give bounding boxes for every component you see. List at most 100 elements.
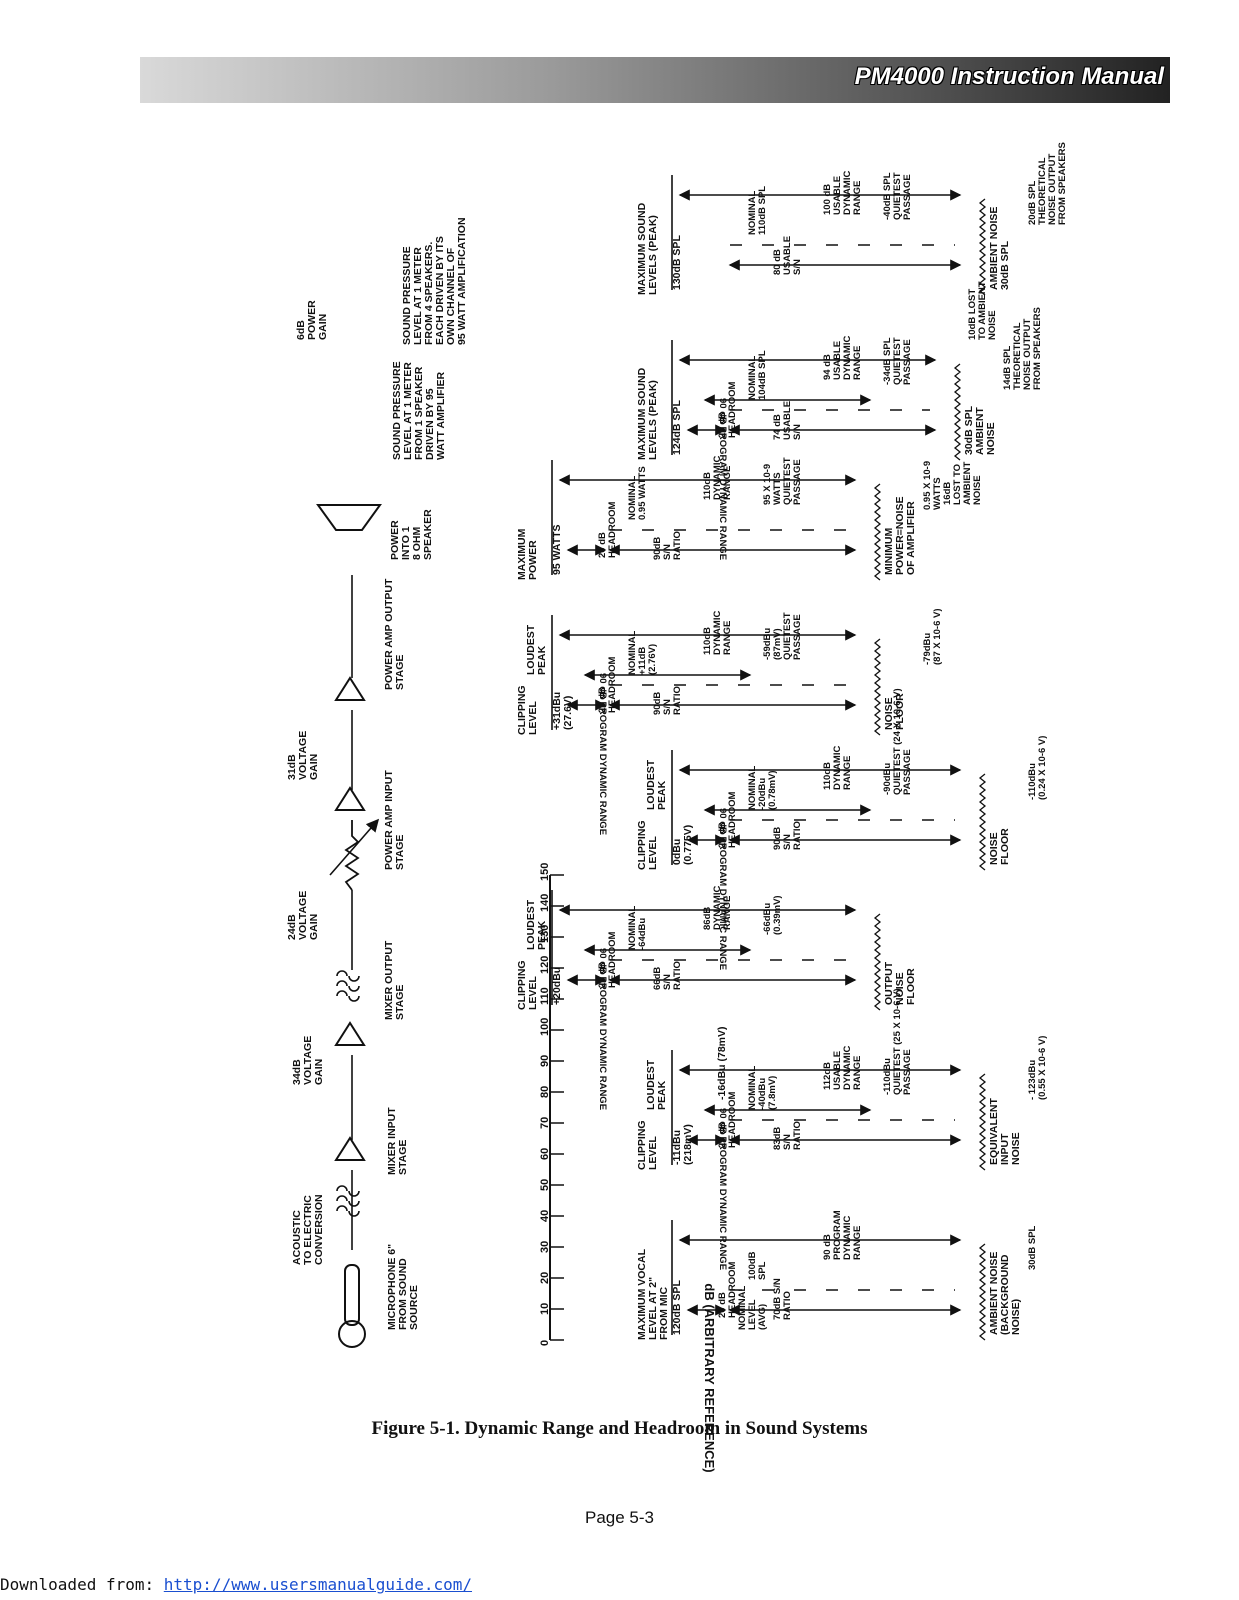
gain-label-5: 6dBPOWERGAIN — [295, 300, 329, 340]
noise-floor-label: MINIMUMPOWER=NOISEOF AMPLIFIER — [883, 497, 917, 575]
axis-tick-label: 60 — [539, 1148, 551, 1160]
axis-tick-label: 130 — [539, 925, 551, 943]
dynamic-range-label: 110dBDYNAMICRANGE — [702, 456, 733, 500]
column-heading: MAXIMUM SOUNDLEVELS (PEAK) — [636, 367, 659, 460]
column-heading-2: LOUDESTPEAK — [645, 1059, 668, 1110]
noise-floor-value: 0.95 X 10-9WATTS — [922, 461, 943, 510]
stage-label-4: POWER AMP INPUTSTAGE — [383, 770, 406, 870]
quietest-passage-label: -59dBu(87mV)QUIETESTPASSAGE — [762, 612, 803, 660]
peak-value: 95 WATTS — [551, 524, 563, 575]
noise-floor-zigzag — [978, 198, 987, 296]
program-range-label: 90 dB PROGRAM DYNAMIC RANGE — [717, 808, 728, 970]
nominal-value: NOMINAL-40dBu(7.8mV) — [747, 1065, 778, 1110]
nominal-value: NOMINAL+11dB(2.76V) — [627, 630, 658, 675]
potentiometer-arrow — [329, 818, 380, 876]
axis-title: dB (ARBITRARY REFERENCE) — [702, 1283, 717, 1472]
peak-value: 124dB SPL — [671, 400, 683, 455]
amplifier-icon — [334, 786, 366, 811]
stage-label-2: MIXER INPUTSTAGE — [386, 1107, 409, 1175]
footer-link[interactable]: http://www.usersmanualguide.com/ — [163, 1575, 473, 1594]
column-heading: MAXIMUM VOCALLEVEL AT 2"FROM MIC — [636, 1248, 670, 1340]
microphone-icon — [338, 1320, 366, 1348]
noise-floor-label: NOISEFLOOR — [883, 693, 906, 730]
level-column-2: CLIPPINGLEVEL LOUDESTPEAK-11dBu(218mV) -16… — [636, 988, 1048, 1270]
dynamic-range-label: 112dBUSABLEDYNAMICRANGE — [822, 1046, 863, 1090]
dynamic-range-label: 94 dBUSABLEDYNAMICRANGE — [822, 336, 863, 380]
noise-floor-zigzag — [953, 363, 962, 461]
axis-tick-label: 40 — [539, 1210, 551, 1222]
axis-tick-label: 90 — [539, 1055, 551, 1067]
gain-label-2: 34dBVOLTAGEGAIN — [291, 1036, 325, 1085]
column-heading: CLIPPINGLEVEL — [636, 1120, 659, 1170]
download-footer: Downloaded from: http://www.usersmanualg… — [0, 1575, 472, 1594]
lost-to-ambient-label: 10dB LOSTTO AMBIENTNOISE — [967, 281, 998, 340]
dynamic-range-label: 90 dBPROGRAMDYNAMICRANGE — [822, 1210, 863, 1260]
microphone-body-icon — [344, 1264, 360, 1326]
peak-value: +31dBu(27.6V) — [551, 692, 574, 730]
noise-floor-value: 20dB SPLTHEORETICALNOISE OUTPUTFROM SPEA… — [1027, 142, 1068, 225]
gain-label-4: 31dBVOLTAGEGAIN — [286, 731, 320, 780]
column-heading: MAXIMUM SOUNDLEVELS (PEAK) — [636, 202, 659, 295]
level-column-4: CLIPPINGLEVELLOUDESTPEAK0dBu(0.775V)NOMI… — [636, 688, 1048, 970]
peak-value: 130dB SPL — [671, 235, 683, 290]
noise-floor-zigzag — [978, 773, 987, 871]
headroom-label: 20 dBHEADROOM — [717, 791, 738, 848]
manual-title: PM4000 Instruction Manual — [854, 63, 1164, 90]
dynamic-range-label: 100 dBUSABLEDYNAMICRANGE — [822, 171, 863, 215]
axis-tick-label: 110 — [539, 987, 551, 1005]
nominal-label: NOMINALLEVEL(AVG) — [737, 1285, 768, 1330]
axis-tick-label: 0 — [539, 1340, 551, 1346]
column-heading-2: LOUDESTPEAK — [525, 899, 548, 950]
quietest-passage-label: -34dB SPLQUIETESTPASSAGE — [882, 337, 913, 385]
axis-tick-label: 150 — [539, 863, 551, 881]
stage-label-7: SOUND PRESSURELEVEL AT 1 METERFROM 1 SPE… — [391, 361, 447, 460]
level-column-8: MAXIMUM SOUNDLEVELS (PEAK)130dB SPLNOMIN… — [636, 142, 1068, 340]
transformer-icon — [336, 1185, 360, 1217]
noise-floor-label: AMBIENT NOISE(BACKGROUNDNOISE) — [988, 1252, 1022, 1335]
sn-label: 80 dBUSABLES/N — [772, 236, 803, 275]
sn-label: 90dBS/NRATIO — [772, 821, 803, 850]
axis-tick-label: 70 — [539, 1117, 551, 1129]
nominal-value: NOMINAL-20dBu(0.78mV) — [747, 765, 778, 810]
nominal-value: NOMINAL-64dBu — [627, 905, 648, 950]
gain-label-1: ACOUSTICTO ELECTRICCONVERSION — [291, 1194, 325, 1265]
nominal-value: NOMINAL104dB SPL — [747, 350, 768, 400]
quietest-passage-label: -66dBu(0.39mV) — [762, 895, 783, 935]
level-column-5: CLIPPINGLEVELLOUDESTPEAK+31dBu(27.6V)NOM… — [516, 609, 943, 836]
stage-label-8: SOUND PRESSURELEVEL AT 1 METERFROM 4 SPE… — [401, 217, 468, 345]
noise-floor-value: 30dB SPL — [1027, 1225, 1038, 1270]
quietest-passage-label: -40dB SPLQUIETESTPASSAGE — [882, 172, 913, 220]
noise-floor-label: AMBIENT NOISE30dB SPL — [988, 207, 1011, 290]
headroom-label: 26 dBHEADROOM — [597, 931, 618, 988]
sn-label: 90dBS/NRATIO — [652, 686, 683, 715]
dynamic-range-label: 110dBDYNAMICRANGE — [822, 746, 853, 790]
stage-label-6: POWERINTO 18 OHMSPEAKER — [389, 509, 434, 560]
program-range-label: 90 dB PROGRAM DYNAMIC RANGE — [717, 1108, 728, 1270]
peak-value-2: -16dBu (78mV) — [716, 1026, 728, 1100]
noise-floor-zigzag — [978, 1243, 987, 1341]
sn-label: 83dBS/NRATIO — [772, 1121, 803, 1150]
program-range-label: 90 dB PROGRAM DYNAMIC RANGE — [717, 398, 728, 560]
headroom-label: 20 dBHEADROOM — [597, 501, 618, 558]
column-heading: MAXIMUMPOWER — [516, 528, 539, 580]
program-range-label: 90 dB PROGRAM DYNAMIC RANGE — [597, 673, 608, 835]
nominal-value: NOMINAL0.95 WATTS — [627, 466, 648, 520]
axis-tick-label: 80 — [539, 1086, 551, 1098]
quietest-passage-label: -110dBuQUIETEST (25 X 10-6 V)PASSAGE — [882, 988, 913, 1095]
column-heading: CLIPPINGLEVEL — [516, 960, 539, 1010]
sn-label: 74 dBUSABLES/N — [772, 401, 803, 440]
headroom-label: 20 dBHEADROOM — [717, 381, 738, 438]
noise-floor-zigzag — [873, 483, 882, 581]
noise-floor-value: - 123dBu(0.55 X 10-6 V) — [1027, 1036, 1048, 1100]
peak-value: -11dBu(218mV) — [671, 1124, 694, 1165]
amplifier-icon — [334, 1021, 366, 1046]
peak-value: 120dB SPL — [671, 1280, 683, 1335]
headroom-label: 20 dBHEADROOM — [597, 656, 618, 713]
speaker-icon — [316, 504, 382, 531]
level-column-7: MAXIMUM SOUNDLEVELS (PEAK) 124dB SPL NOMIN… — [636, 307, 1043, 560]
noise-floor-label: OUTPUTNOISEFLOOR — [883, 961, 917, 1005]
axis-tick-label: 100 — [539, 1018, 551, 1036]
